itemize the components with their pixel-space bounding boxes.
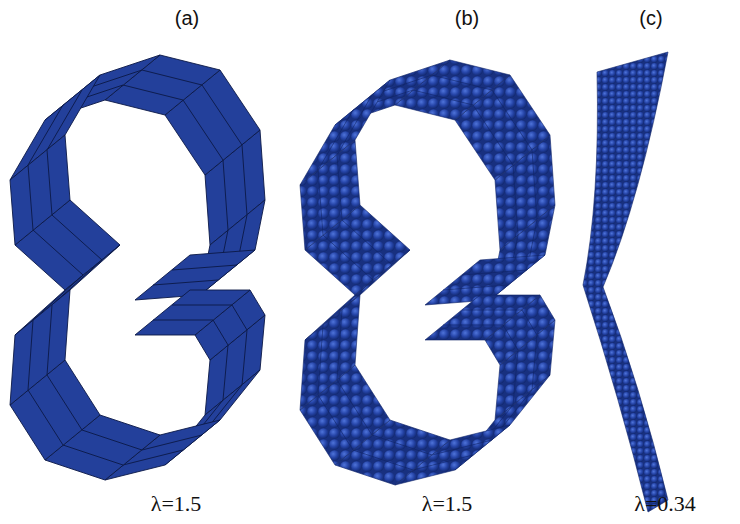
particle-shell [300, 60, 555, 485]
particle-strip [583, 52, 668, 512]
parameter-label: λ=1.5 [422, 492, 473, 516]
panel-label: (b) [455, 7, 479, 29]
panel-label: (a) [175, 7, 199, 29]
parameter-label: λ=1.5 [151, 492, 202, 516]
mesh-shell [10, 55, 265, 480]
parameter-label: λ=0.34 [634, 492, 696, 516]
panel-label: (c) [639, 7, 662, 29]
